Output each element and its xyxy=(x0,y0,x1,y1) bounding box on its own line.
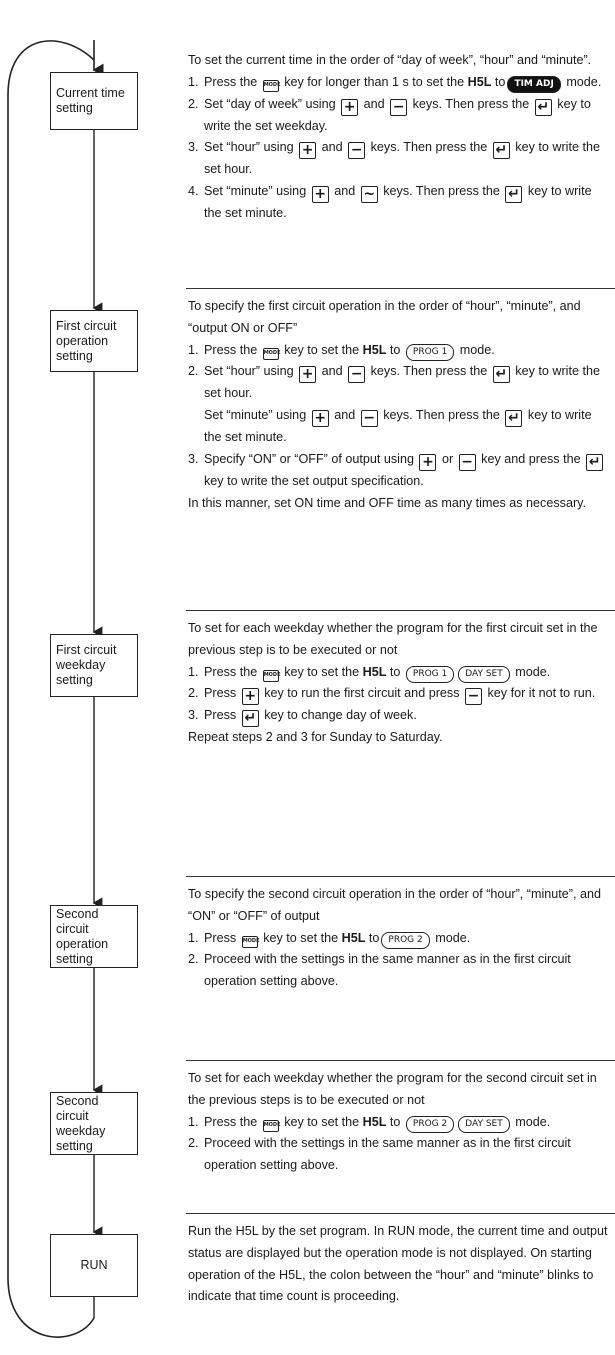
section-intro: To set the current time in the order of … xyxy=(188,53,592,67)
enter-key-icon: ↵ xyxy=(505,410,523,428)
plus-key-icon: + xyxy=(241,688,259,706)
section-intro: To specify the second circuit operation … xyxy=(188,887,602,923)
step-2: 2.Press + key to run the first circuit a… xyxy=(188,686,596,706)
section-outro: In this manner, set ON time and OFF time… xyxy=(188,495,587,510)
flow-box-run: RUN xyxy=(50,1234,138,1297)
section-run-text: Run the H5L by the set program. In RUN m… xyxy=(188,1224,608,1304)
flow-box-second-circuit-operation: Second circuit operation setting xyxy=(50,905,138,968)
prog2-display-icon: PROG 2 xyxy=(381,931,430,949)
plus-key-icon: + xyxy=(419,453,437,471)
section-divider xyxy=(186,288,615,289)
mode-key-icon: MODE xyxy=(262,1119,281,1132)
enter-key-icon: ↵ xyxy=(241,710,259,728)
flow-box-label: Second circuit operation setting xyxy=(56,906,109,966)
plus-key-icon: + xyxy=(341,98,359,116)
day-set-display-icon: DAY SET xyxy=(458,1115,510,1133)
mode-key-icon: MODE xyxy=(262,669,281,682)
mode-key-icon: MODE xyxy=(262,79,281,92)
flow-box-first-circuit-weekday: First circuit weekday setting xyxy=(50,634,138,697)
flow-box-label: Second circuit weekday setting xyxy=(56,1093,106,1153)
enter-key-icon: ↵ xyxy=(534,98,552,116)
plus-key-icon: + xyxy=(299,366,317,384)
section-second-circuit-operation: To specify the second circuit operation … xyxy=(188,884,610,993)
enter-key-icon: ↵ xyxy=(492,366,510,384)
step-3: 3.Specify “ON” or “OFF” of output using … xyxy=(188,449,610,493)
day-set-display-icon: DAY SET xyxy=(458,665,510,683)
mode-key-icon: MODE xyxy=(262,347,281,360)
flow-box-first-circuit-operation: First circuit operation setting xyxy=(50,310,138,372)
enter-key-icon: ↵ xyxy=(492,142,510,160)
prog1-display-icon: PROG 1 xyxy=(405,665,455,683)
plus-key-icon: + xyxy=(311,186,329,204)
section-second-circuit-weekday: To set for each weekday whether the prog… xyxy=(188,1068,610,1177)
tim-adj-display-icon: TIM ADJ xyxy=(507,75,561,93)
plus-key-icon: + xyxy=(299,142,317,160)
minus-key-icon: − xyxy=(390,98,408,116)
flow-box-label: First circuit weekday setting xyxy=(56,643,117,687)
step-2: 2.Set “hour” using + and − keys. Then pr… xyxy=(188,364,600,445)
flow-box-label: First circuit operation setting xyxy=(56,318,117,363)
step-1: 1.Press the MODE key to set the H5L to P… xyxy=(188,1112,610,1134)
flow-box-current-time: Current time setting xyxy=(50,72,138,130)
step-3: 3.Press ↵ key to change day of week. xyxy=(188,708,417,728)
section-divider xyxy=(186,610,615,611)
minus-key-icon: − xyxy=(360,410,378,428)
step-3: 3.Set “hour” using + and − keys. Then pr… xyxy=(188,140,600,177)
step-1: 1.Press the MODE key for longer than 1 s… xyxy=(188,72,610,94)
section-divider xyxy=(186,1060,615,1061)
minus-key-icon: − xyxy=(348,366,366,384)
plus-key-icon: + xyxy=(311,410,329,428)
step-1: 1.Press the MODE key to set the H5L to P… xyxy=(188,340,610,362)
section-outro: Repeat steps 2 and 3 for Sunday to Satur… xyxy=(188,730,443,745)
minus-key-icon: − xyxy=(465,688,482,706)
enter-key-icon: ↵ xyxy=(505,186,523,204)
section-current-time: To set the current time in the order of … xyxy=(188,50,610,225)
section-intro: To set for each weekday whether the prog… xyxy=(188,1071,597,1107)
step-2: 2.Set “day of week” using + and − keys. … xyxy=(188,96,591,133)
mode-key-icon: MODE xyxy=(241,935,260,948)
enter-key-icon: ↵ xyxy=(586,453,604,471)
section-divider xyxy=(186,876,615,877)
flow-box-label: RUN xyxy=(80,1258,108,1272)
minus-key-icon: − xyxy=(458,453,476,471)
section-intro: To specify the first circuit operation i… xyxy=(188,299,581,335)
minus-key-icon: − xyxy=(348,142,366,160)
prog1-display-icon: PROG 1 xyxy=(405,343,455,361)
prog2-display-icon: PROG 2 xyxy=(405,1115,455,1133)
section-first-circuit-operation: To specify the first circuit operation i… xyxy=(188,296,610,515)
step-4: 4.Set “minute” using + and ~ keys. Then … xyxy=(188,184,592,221)
section-run: Run the H5L by the set program. In RUN m… xyxy=(188,1221,610,1308)
step-2: 2.Proceed with the settings in the same … xyxy=(188,952,571,989)
loop-line xyxy=(7,40,95,1338)
minus-key-icon: ~ xyxy=(360,186,378,204)
flow-box-label: Current time setting xyxy=(56,86,125,115)
section-intro: To set for each weekday whether the prog… xyxy=(188,621,598,657)
section-divider xyxy=(186,1213,615,1214)
flow-box-second-circuit-weekday: Second circuit weekday setting xyxy=(50,1092,138,1155)
step-1: 1.Press the MODE key to set the H5L to P… xyxy=(188,662,610,684)
step-2: 2.Proceed with the settings in the same … xyxy=(188,1136,571,1173)
section-first-circuit-weekday: To set for each weekday whether the prog… xyxy=(188,618,610,749)
